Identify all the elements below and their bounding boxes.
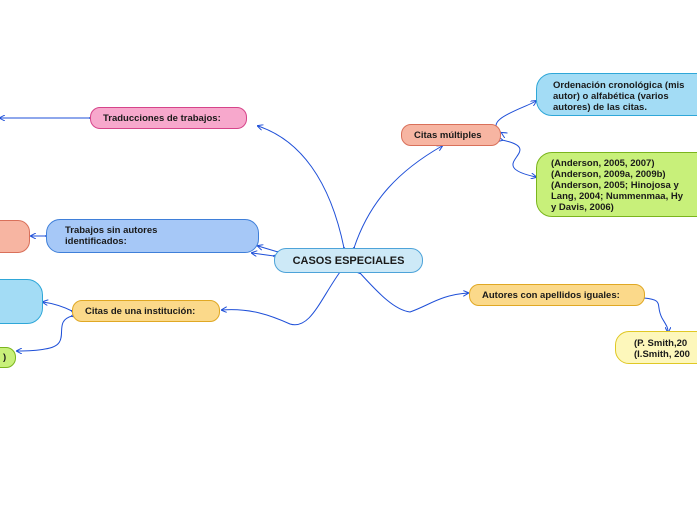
topic-salmon-partial[interactable]	[0, 220, 30, 253]
topic-green-partial[interactable]: )	[0, 347, 16, 368]
topic-traducciones-label: Traducciones de trabajos:	[103, 112, 221, 124]
topic-ejemplos-smith[interactable]: (P. Smith,20 (I.Smith, 200	[615, 331, 697, 364]
topic-trabajos-sin-autores[interactable]: Trabajos sin autores identificados:	[46, 219, 259, 253]
ejemplos-line-5: y Davis, 2006)	[551, 202, 614, 213]
topic-autores-apellidos-label: Autores con apellidos iguales:	[482, 289, 620, 301]
ejemplos-line-3: (Anderson, 2005; Hinojosa y	[551, 180, 679, 191]
topic-green-partial-label: )	[3, 352, 7, 363]
link-center-traducciones	[258, 126, 344, 248]
smith-line-2: (I.Smith, 200	[634, 349, 690, 360]
link-center-autores	[360, 273, 468, 313]
link-institucion-green	[17, 316, 72, 351]
topic-ejemplos-multiples[interactable]: (Anderson, 2005, 2007) (Anderson, 2009a,…	[536, 152, 697, 217]
link-autores-smith	[644, 298, 668, 332]
link-center-institucion	[222, 272, 340, 326]
topic-autores-apellidos[interactable]: Autores con apellidos iguales:	[469, 284, 645, 306]
link-center-trabajos	[258, 246, 278, 252]
topic-citas-institucion-label: Citas de una institución:	[85, 305, 196, 317]
topic-citas-institucion[interactable]: Citas de una institución:	[72, 300, 220, 322]
ordenacion-line-2: autor) o alfabética (varios	[553, 91, 669, 102]
ejemplos-line-4: Lang, 2004; Nummenmaa, Hy	[551, 191, 683, 202]
link-citas-ordenacion	[495, 101, 536, 133]
smith-line-1: (P. Smith,20	[634, 338, 688, 349]
topic-cyan-partial[interactable]	[0, 279, 43, 324]
ordenacion-line-1: Ordenación cronológica (mis	[553, 80, 685, 91]
central-topic-label: CASOS ESPECIALES	[292, 254, 405, 267]
ejemplos-line-1: (Anderson, 2005, 2007)	[551, 158, 655, 169]
link-center-citas-multiples	[354, 146, 442, 248]
trabajos-line-1: Trabajos sin autores	[65, 225, 158, 236]
trabajos-line-2: identificados:	[65, 236, 127, 247]
central-topic[interactable]: CASOS ESPECIALES	[274, 248, 423, 273]
link-institucion-cyan	[43, 302, 72, 311]
link-citas-ejemplos	[502, 140, 536, 177]
link-center-trabajos-2	[252, 253, 274, 256]
topic-ordenacion[interactable]: Ordenación cronológica (mis autor) o alf…	[536, 73, 697, 116]
topic-citas-multiples-label: Citas múltiples	[414, 129, 482, 141]
topic-traducciones[interactable]: Traducciones de trabajos:	[90, 107, 247, 129]
ordenacion-line-3: autores) de las citas.	[553, 102, 647, 113]
topic-citas-multiples[interactable]: Citas múltiples	[401, 124, 501, 146]
ejemplos-line-2: (Anderson, 2009a, 2009b)	[551, 169, 666, 180]
